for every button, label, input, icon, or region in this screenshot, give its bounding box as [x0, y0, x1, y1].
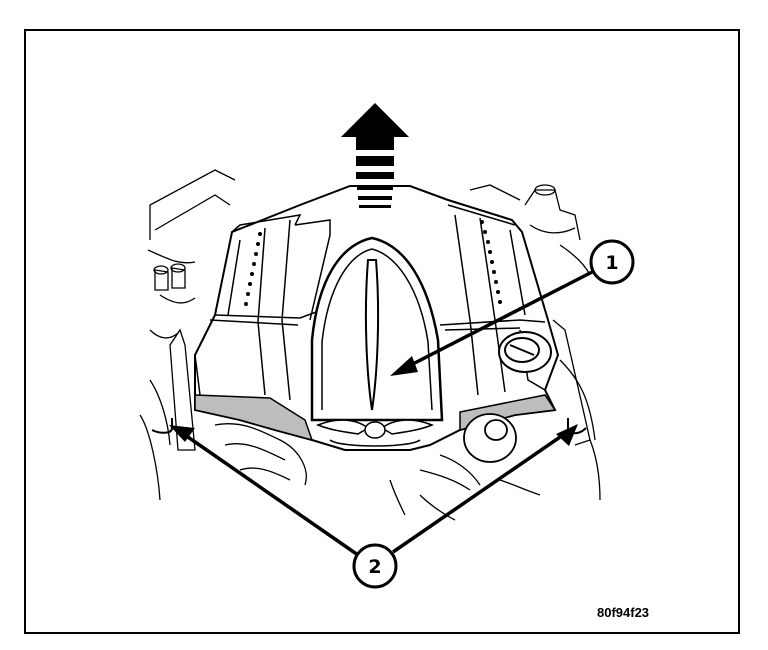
cover-lettering-left — [244, 232, 262, 306]
oil-filler-cap — [498, 331, 552, 373]
image-reference-code: 80f94f23 — [597, 605, 649, 620]
callout-arrowheads — [169, 356, 578, 446]
callout-2-number: 2 — [368, 556, 381, 578]
removal-direction-arrow — [341, 103, 409, 208]
callout-leader-lines — [184, 269, 595, 557]
cover-panel-lines — [194, 204, 546, 401]
cover-lettering-right — [480, 220, 502, 304]
winged-emblem — [316, 419, 434, 447]
reservoir-cap — [463, 413, 517, 463]
callout-1-number: 1 — [605, 252, 618, 274]
callout-2: 2 — [352, 543, 398, 589]
cover-lower-skirt — [194, 394, 314, 442]
cover-center-arch-inner — [321, 248, 433, 411]
cover-center-spine — [364, 259, 380, 411]
engine-bay-background — [139, 169, 601, 521]
callout-1: 1 — [589, 239, 635, 285]
